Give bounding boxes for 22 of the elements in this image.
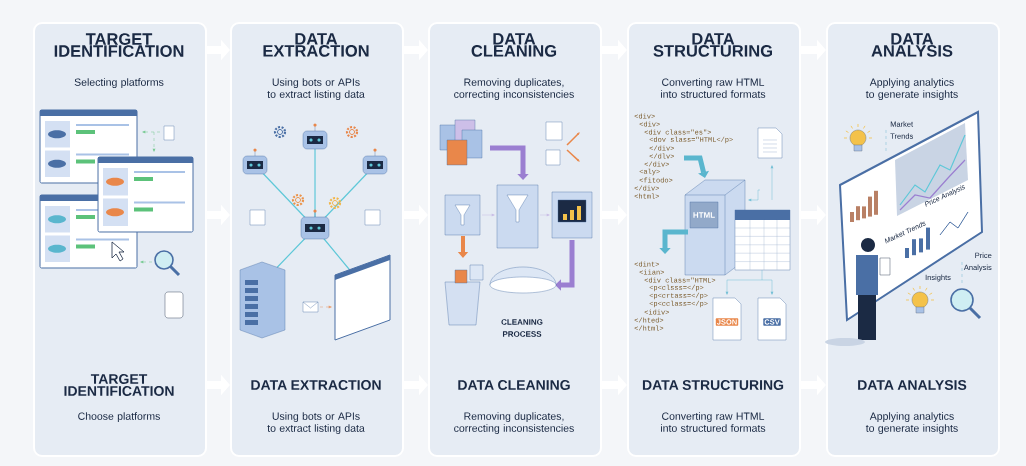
- step-title: DATA CLEANING: [471, 33, 557, 57]
- step-title: TARGET IDENTIFICATION: [64, 374, 174, 396]
- step-title: DATA STRUCTURING: [653, 33, 772, 57]
- step-description: Choose platforms: [78, 412, 160, 422]
- step-title: DATA ANALYSIS: [858, 380, 967, 390]
- step-description: Using bots or APIs to extract listing data: [267, 412, 365, 434]
- step-subtitle: Applying analytics to generate insights: [865, 78, 958, 100]
- step-subtitle: Converting raw HTML into structured formats: [661, 78, 766, 98]
- step-title: DATA EXTRACTION: [263, 33, 369, 57]
- step-title: DATA ANALYSIS: [871, 33, 953, 57]
- step-title: DATA STRUCTURING: [642, 380, 784, 390]
- step-title: DATA EXTRACTION: [251, 380, 381, 390]
- step-subtitle: Removing duplicates, correcting inconsistencies: [454, 78, 574, 100]
- step-subtitle: Selecting platforms: [74, 78, 164, 88]
- step-description: Applying analytics to generate insights: [865, 412, 958, 434]
- step-description: Converting raw HTML into structured formats: [661, 412, 766, 432]
- step-title: DATA CLEANING: [458, 380, 570, 390]
- process-label: CLEANING PROCESS: [501, 319, 543, 337]
- step-title: TARGET IDENTIFICATION: [54, 33, 184, 57]
- screen-label: HTML: [693, 212, 715, 218]
- step-subtitle: Using bots or APIs to extract listing data: [267, 78, 365, 100]
- step-description: Removing duplicates, correcting inconsistencies: [454, 412, 574, 434]
